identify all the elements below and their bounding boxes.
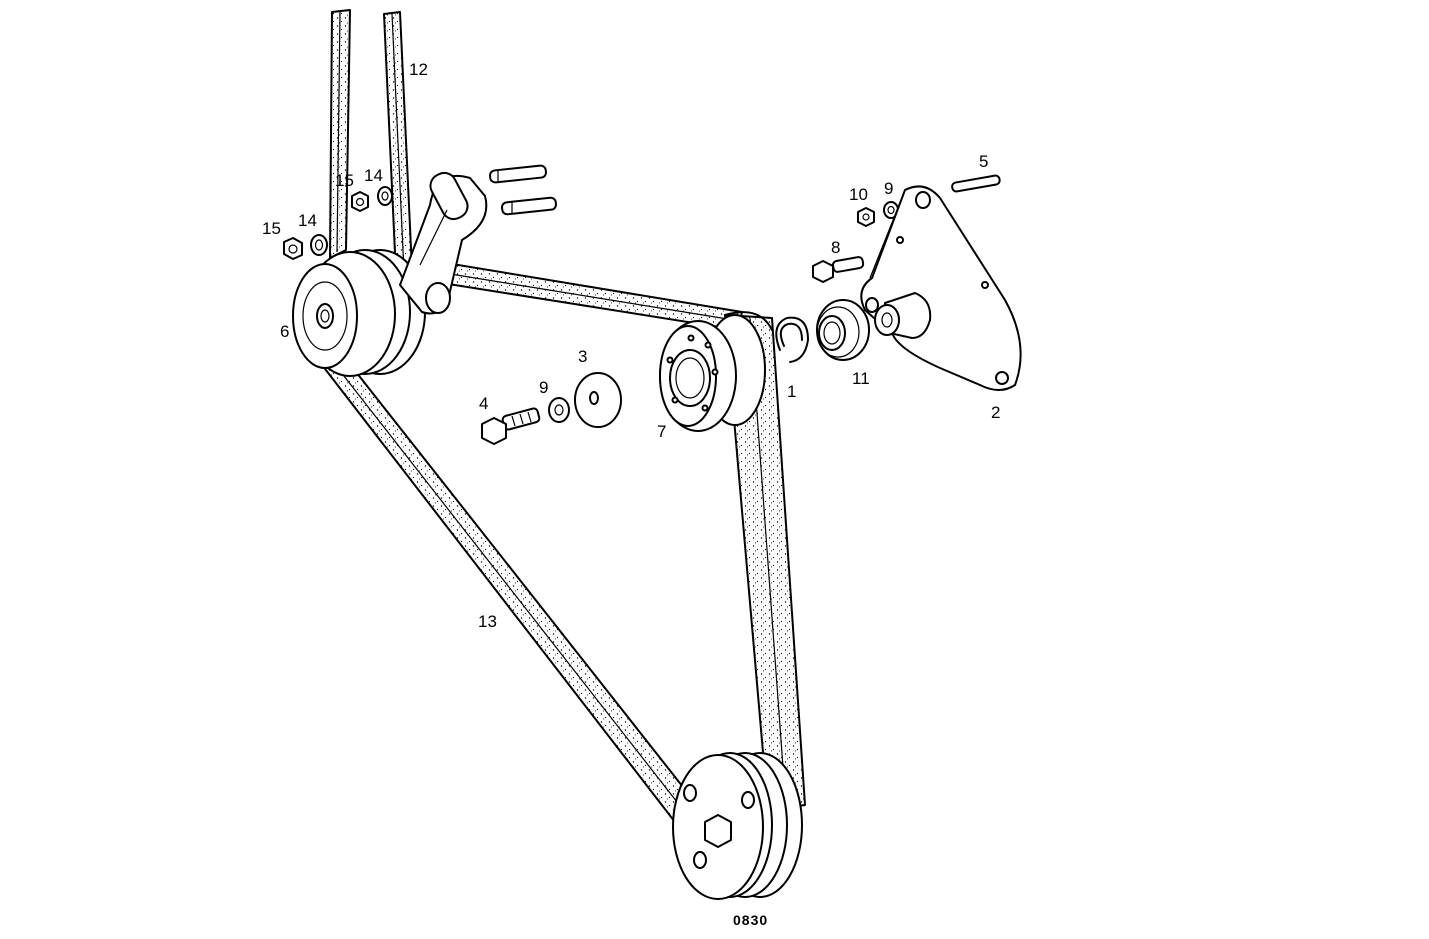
nut-15-left: [283, 237, 303, 260]
label-15-upper: 15: [335, 171, 354, 190]
label-6: 6: [280, 322, 289, 341]
label-11: 11: [852, 369, 870, 388]
tensioner-bracket: [399, 171, 488, 315]
nut-15-upper: [351, 191, 369, 212]
label-9-center: 9: [539, 378, 548, 397]
label-14-left: 14: [298, 211, 317, 230]
drawing-code: 0830: [733, 912, 768, 928]
label-15-left: 15: [262, 219, 281, 238]
label-3: 3: [578, 347, 587, 366]
bracket-2: [860, 185, 1022, 391]
label-8: 8: [831, 238, 840, 257]
label-1: 1: [787, 382, 796, 401]
label-10: 10: [849, 185, 868, 204]
hub-7: [659, 314, 766, 432]
circlip-1: [775, 316, 809, 363]
bolt-4: [481, 407, 541, 445]
nut-10: [857, 207, 875, 227]
label-12: 12: [409, 60, 428, 79]
bolt-8: [812, 256, 865, 283]
label-2: 2: [991, 403, 1000, 422]
label-7: 7: [657, 422, 666, 441]
crankshaft-pulley: [672, 752, 803, 900]
washer-3: [574, 372, 622, 428]
label-5: 5: [979, 152, 988, 171]
label-13: 13: [478, 612, 497, 631]
upper-v-belt: [329, 9, 413, 276]
label-4: 4: [479, 394, 488, 413]
washer-14-upper: [377, 186, 393, 206]
washer-14-left: [310, 234, 328, 256]
label-14-upper: 14: [364, 166, 383, 185]
washer-9-center: [548, 397, 570, 423]
label-9-right: 9: [884, 179, 893, 198]
washer-9-right: [883, 201, 899, 219]
stud-5: [951, 174, 1001, 193]
bearing-11: [816, 299, 870, 361]
studs: [489, 164, 557, 216]
